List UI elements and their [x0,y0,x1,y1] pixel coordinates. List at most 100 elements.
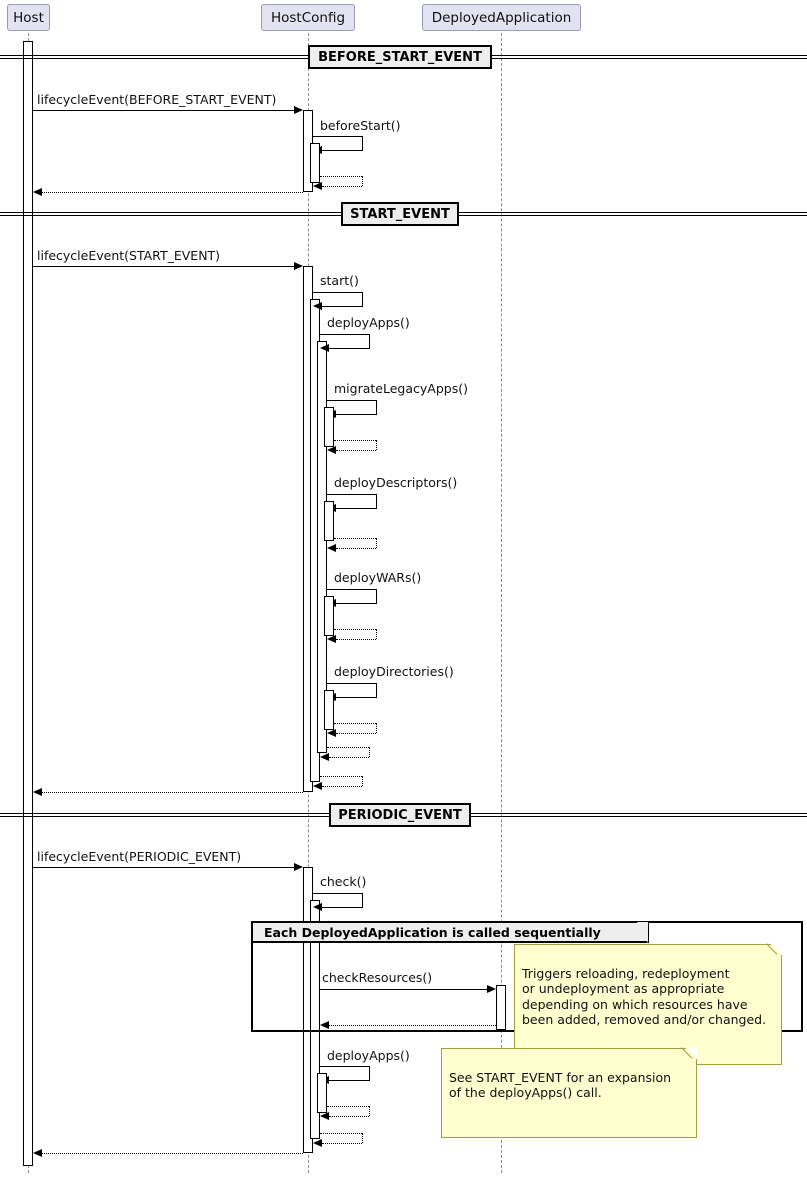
message-vline-deployapps [369,334,370,348]
activation-hostconfig-before-start-inner [310,143,320,183]
message-arrow-check-return [313,1138,322,1147]
message-vline-deploywars-return [376,629,377,639]
message-label-deploydirectories: deployDirectories() [334,664,454,679]
note-fold-corner-icon-2 [686,1048,697,1059]
message-line-start-host-return [42,792,303,793]
message-label-deploywars: deployWARs() [334,570,422,585]
message-vline-deployapps-return [369,747,370,757]
message-line-deployapps-in [329,348,370,349]
message-label-check: check() [320,874,367,889]
message-line-deployapps-periodic-out [320,1066,370,1067]
divider-before-start-label: BEFORE_START_EVENT [318,49,482,65]
message-arrow-check [313,902,322,911]
message-vline-deploydirectories [376,683,377,697]
group-tab-clip-icon [637,922,648,943]
message-line-deploydescriptors-in [336,508,377,509]
message-vline-deployapps-periodic-return [369,1106,370,1116]
message-line-deploydirectories-return-out [334,723,376,724]
message-arrow-deploydescriptors-return [327,543,336,552]
message-line-deployapps-out [320,334,370,335]
message-line-start-return-out [320,776,362,777]
message-arrow-deployapps [320,343,329,352]
activation-hostconfig-deployapps-periodic [317,1073,327,1113]
message-vline-before-start [362,136,363,150]
message-line-check-return-in [322,1143,362,1144]
message-arrow-deployapps-return [320,752,329,761]
note-deploy-apps-text: See START_EVENT for an expansion of the … [449,1069,672,1101]
message-label-lifecycle-periodic: lifecycleEvent(PERIODIC_EVENT) [37,849,242,864]
message-line-deployapps-return-out [327,747,369,748]
message-line-checkresources [320,989,487,990]
message-arrow-start [313,301,322,310]
message-vline-before-start-return [362,176,363,186]
participant-hostconfig-label: HostConfig [270,9,346,26]
message-line-deployapps-periodic-in [329,1080,370,1081]
message-line-deploydirectories-out [327,683,377,684]
message-arrow-periodic-host-return [33,1148,42,1157]
message-vline-deploydescriptors [376,494,377,508]
message-line-deployapps-periodic-return-in [329,1116,369,1117]
participant-hostconfig[interactable]: HostConfig [261,4,355,31]
message-label-migratelegacyapps: migrateLegacyApps() [334,381,468,396]
divider-before-start: BEFORE_START_EVENT [308,45,492,69]
divider-periodic: PERIODIC_EVENT [329,803,471,827]
message-line-lifecycle-periodic [33,867,301,868]
message-line-before-start-host-return [42,192,303,193]
message-label-before-start: beforeStart() [320,118,401,133]
message-line-check-return-out [320,1133,362,1134]
message-line-before-start-in [322,150,363,151]
activation-hostconfig-deploydescriptors [324,501,334,541]
participant-deployedapplication-label: DeployedApplication [431,9,572,26]
message-line-migratelegacyapps-return-out [334,440,376,441]
message-line-deploydirectories-in [336,697,377,698]
message-line-deploywars-in [336,603,377,604]
message-arrow-lifecycle-periodic [294,862,303,871]
divider-start: START_EVENT [341,202,459,226]
message-arrow-lifecycle-start [294,261,303,270]
message-vline-check-return [362,1133,363,1143]
message-line-deploywars-return-out [334,629,376,630]
message-arrow-lifecycle-before-start [294,105,303,114]
message-line-deployapps-return-in [329,757,369,758]
message-line-deploydescriptors-return-out [334,538,376,539]
message-line-deploydirectories-return-in [336,733,376,734]
message-arrow-before-start-return [313,181,322,190]
activation-hostconfig-deploywars [324,596,334,636]
message-line-before-start-return-in [322,186,362,187]
divider-start-label: START_EVENT [350,206,450,222]
message-line-migratelegacyapps-in [336,414,377,415]
message-line-start-out [313,292,363,293]
group-label-text: Each DeployedApplication is called seque… [264,924,601,940]
divider-periodic-label: PERIODIC_EVENT [338,807,462,823]
message-line-start-return-in [322,786,362,787]
message-line-lifecycle-before-start [33,110,301,111]
message-label-deployapps-periodic: deployApps() [327,1048,410,1063]
message-vline-deployapps-periodic [369,1066,370,1080]
message-arrow-checkresources [487,984,496,993]
participant-host[interactable]: Host [7,4,50,31]
message-vline-start [362,292,363,306]
message-line-deployapps-periodic-return-out [327,1106,369,1107]
message-line-lifecycle-start [33,266,301,267]
message-line-before-start-return-out [320,176,362,177]
message-line-deploydescriptors-out [327,494,377,495]
message-line-migratelegacyapps-return-in [336,450,376,451]
participant-host-label: Host [13,9,44,26]
activation-deployedapplication-checkresources [496,985,506,1030]
message-arrow-deploywars-return [327,634,336,643]
activation-hostconfig-migratelegacyapps [324,407,334,447]
message-line-deploywars-return-in [336,639,376,640]
activation-host [23,41,33,1166]
message-vline-check [362,893,363,907]
message-line-before-start-out [313,136,363,137]
message-arrow-start-return [313,781,322,790]
message-line-check-in [322,907,363,908]
message-line-check-out [313,893,363,894]
participant-deployedapplication[interactable]: DeployedApplication [422,4,581,31]
message-vline-migratelegacyapps-return [376,440,377,450]
message-line-periodic-host-return [42,1153,303,1154]
message-label-lifecycle-start: lifecycleEvent(START_EVENT) [37,248,221,263]
message-vline-deploydirectories-return [376,723,377,733]
message-vline-start-return [362,776,363,786]
